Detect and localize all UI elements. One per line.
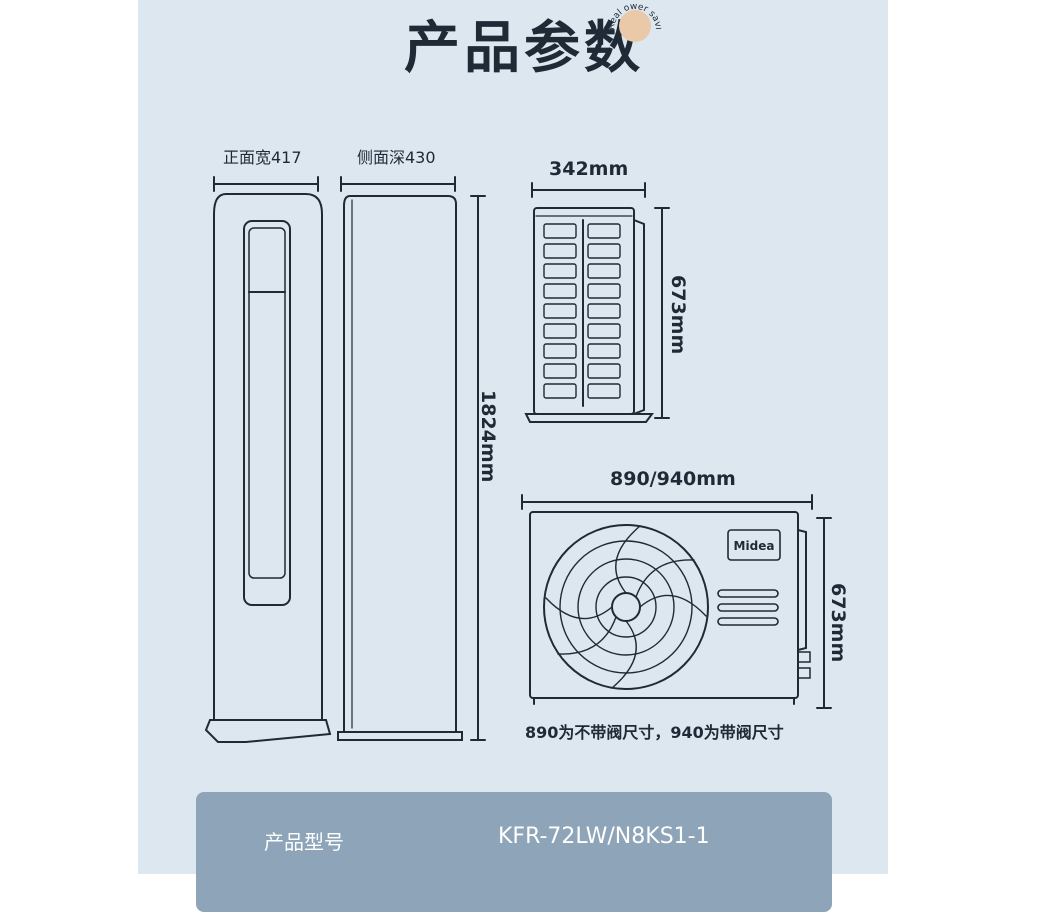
- spec-table: 产品型号 KFR-72LW/N8KS1-1: [196, 792, 832, 912]
- outdoor-side-width-dimension-line: [531, 182, 646, 198]
- indoor-unit-side-view: [337, 195, 463, 741]
- page-title: 产品参数: [404, 16, 644, 81]
- side-depth-dimension-line: [340, 176, 456, 192]
- brand-logo: Midea: [734, 539, 775, 553]
- outdoor-front-width-label: 890/940mm: [610, 468, 736, 490]
- outdoor-side-height-dimension-line: [654, 207, 670, 419]
- outdoor-front-height-dimension-line: [816, 517, 832, 709]
- indoor-height-dimension-line: [470, 195, 486, 741]
- outdoor-unit-side-view: [524, 207, 654, 423]
- product-params-panel: [138, 0, 888, 874]
- energy-saving-badge-icon: Real ower saving: [608, 0, 662, 42]
- spec-value-model: KFR-72LW/N8KS1-1: [498, 824, 710, 849]
- fan-grille: [543, 524, 709, 690]
- outdoor-unit-front-view: [529, 511, 811, 705]
- indoor-height-label: 1824mm: [477, 390, 499, 483]
- outdoor-side-width-label: 342mm: [549, 158, 629, 180]
- valve-size-note: 890为不带阀尺寸，940为带阀尺寸: [525, 723, 784, 742]
- spec-key-model: 产品型号: [264, 830, 344, 854]
- dimension-drawing: Midea: [204, 176, 832, 743]
- indoor-unit-front-view: [204, 193, 332, 743]
- side-depth-label: 侧面深430: [357, 148, 436, 167]
- outdoor-front-width-dimension-line: [521, 494, 813, 510]
- outdoor-side-height-label: 673mm: [667, 275, 689, 355]
- front-width-dimension-line: [213, 176, 319, 192]
- front-width-label: 正面宽417: [223, 148, 302, 167]
- outdoor-front-height-label: 673mm: [827, 583, 849, 663]
